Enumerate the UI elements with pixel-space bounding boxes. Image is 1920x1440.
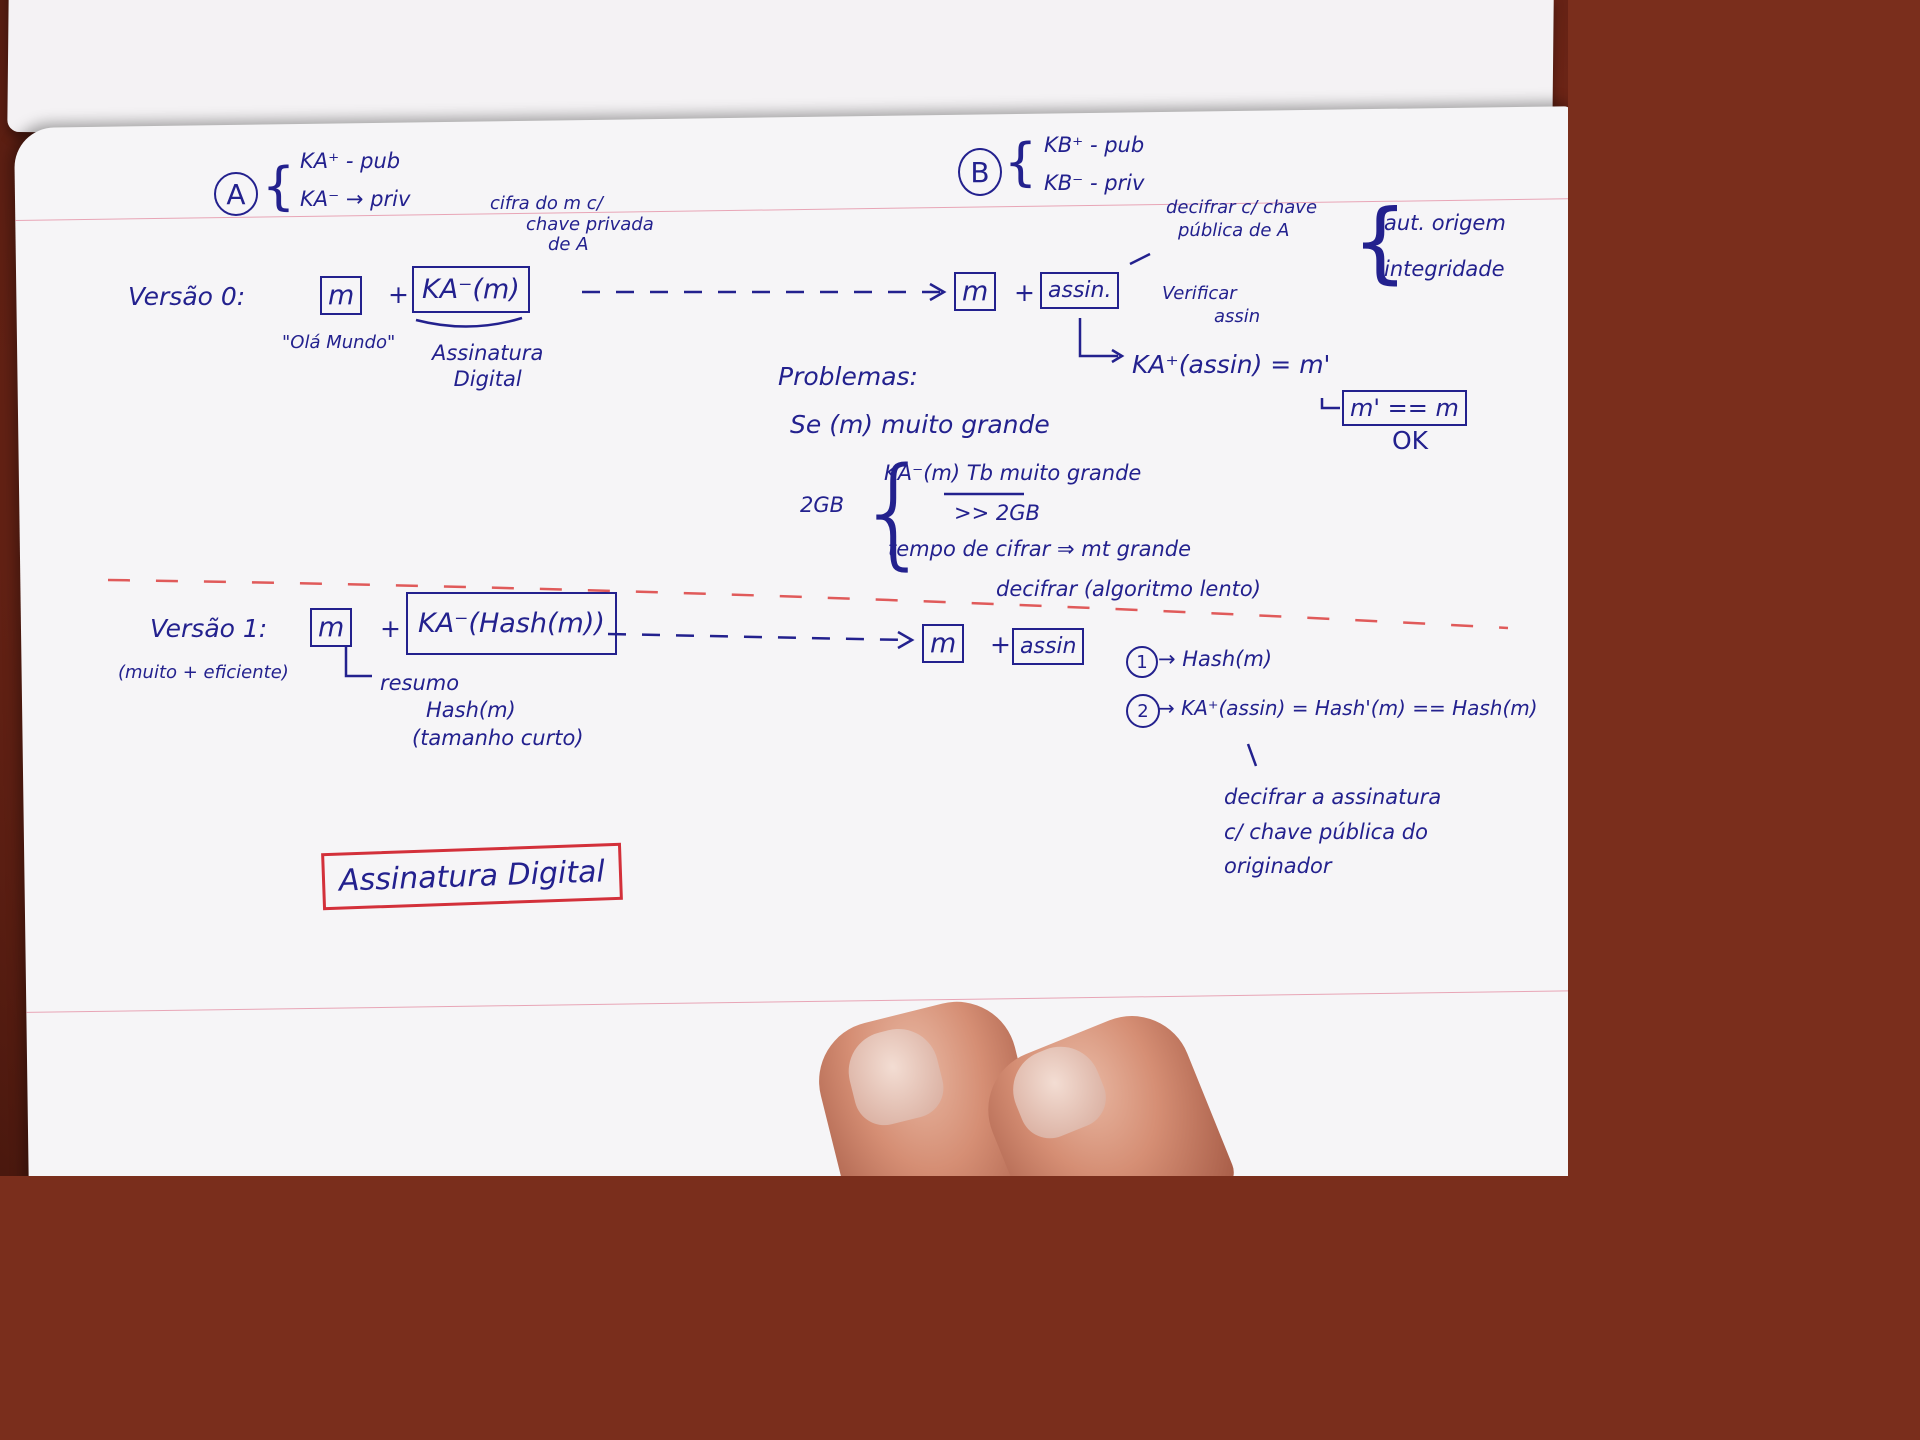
- versao1-m-box: m: [310, 608, 353, 647]
- versao0-label: Versão 0:: [128, 282, 246, 311]
- versao0-recv-m-box: m: [954, 272, 997, 311]
- note-arrow: [1246, 743, 1258, 767]
- signature-caption: Assinatura Digital: [432, 341, 544, 392]
- versao0-signature-box: KA⁻(m): [412, 266, 530, 313]
- versao1-signature-box: KA⁻(Hash(m)): [406, 592, 617, 655]
- size-label: 2GB: [800, 493, 845, 517]
- plus-sign: +: [990, 630, 1011, 659]
- step2-circle: 2: [1126, 694, 1160, 728]
- photo-background: A { KA⁺ - pub KA⁻ → priv B { KB⁺ - pub K…: [0, 0, 1568, 1176]
- arrow-head: [929, 282, 947, 302]
- verification-result: KA⁺(assin) = m': [1132, 350, 1331, 379]
- step1-circle: 1: [1126, 646, 1158, 678]
- plus-sign: +: [380, 614, 401, 643]
- ka-priv-line: KA⁻ → priv: [300, 187, 411, 211]
- brace-icon: {: [856, 443, 933, 582]
- pen-strokes: [107, 252, 1509, 767]
- plus-sign: +: [1014, 278, 1035, 307]
- problemas-line3: >> 2GB: [954, 501, 1040, 525]
- message-caption: "Olá Mundo": [282, 332, 396, 353]
- party-b-circle: B: [958, 148, 1002, 196]
- brace-icon: {: [262, 157, 296, 217]
- problemas-line4: tempo de cifrar ⇒ mt grande: [888, 537, 1192, 561]
- section-divider: [107, 578, 1509, 630]
- arrow-head: [1111, 348, 1125, 364]
- step1-text: → Hash(m): [1158, 647, 1273, 671]
- check-box: m' == m: [1342, 390, 1467, 426]
- kb-priv-line: KB⁻ - priv: [1044, 171, 1145, 195]
- versao1-recv-sig-box: assin: [1012, 628, 1085, 665]
- verificar-note: Verificar assin: [1162, 283, 1261, 328]
- brace-notes: aut. origem integridade: [1384, 211, 1506, 282]
- ka-pub-line: KA⁺ - pub: [300, 149, 401, 173]
- cifra-note: cifra do m c/ chave privada de A: [490, 193, 654, 256]
- resumo-note: resumo Hash(m) (tamanho curto): [380, 671, 584, 750]
- underbrace: [415, 316, 523, 328]
- problemas-line2: KA⁻(m) Tb muito grande: [884, 461, 1142, 485]
- result-arrow: [1078, 318, 1118, 358]
- kb-pub-line: KB⁺ - pub: [1044, 133, 1145, 157]
- check-arrow: [1320, 398, 1340, 410]
- versao1-arrow: [607, 632, 909, 642]
- step2-text: → KA⁺(assin) = Hash'(m) == Hash(m): [1158, 696, 1538, 720]
- resumo-arrow: [344, 646, 372, 678]
- arrow-head: [897, 630, 915, 650]
- versao1-label: Versão 1:: [150, 614, 268, 643]
- ok-label: OK: [1392, 426, 1429, 455]
- problemas-line1: Se (m) muito grande: [790, 410, 1050, 439]
- decifrar-arrow: [1129, 252, 1151, 266]
- step2-note: decifrar a assinatura c/ chave pública d…: [1224, 785, 1442, 879]
- versao1-recv-m-box: m: [922, 624, 965, 663]
- problemas-title: Problemas:: [778, 362, 918, 391]
- decifrar-note: decifrar c/ chave pública de A: [1166, 197, 1318, 242]
- versao0-m-box: m: [320, 276, 363, 315]
- versao1-sublabel: (muito + eficiente): [118, 662, 289, 683]
- problemas-line5: decifrar (algoritmo lento): [996, 577, 1261, 601]
- brace-icon: {: [1352, 190, 1408, 293]
- versao0-recv-sig-box: assin.: [1040, 272, 1120, 309]
- brace-icon: {: [1004, 133, 1038, 193]
- party-a-circle: A: [214, 172, 258, 216]
- plus-sign: +: [388, 280, 409, 309]
